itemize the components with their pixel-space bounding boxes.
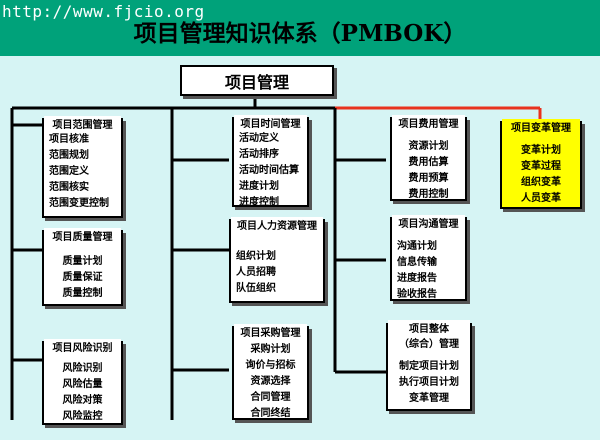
header-banner	[0, 0, 600, 56]
box-item: 进度计划	[239, 181, 279, 192]
box-time-management: 项目时间管理活动定义活动排序活动时间估算进度计划进度控制	[232, 115, 309, 208]
root-node-project-management: 项目管理	[180, 65, 334, 96]
box-item: 范围核实	[49, 182, 89, 193]
box-communication-management: 项目沟通管理沟通计划信息传输进度报告验收报告	[390, 215, 467, 303]
box-title-line: （综合）管理	[399, 339, 459, 350]
box-item: 风险监控	[62, 411, 103, 422]
box-item: 费用估算	[408, 157, 449, 168]
page-title: 项目管理知识体系（PMBOK）	[133, 20, 467, 47]
box-item-list: 资源计划费用估算费用预算费用控制	[392, 139, 465, 203]
box-item: 采购计划	[250, 344, 291, 355]
box-item: 人员变革	[521, 193, 561, 204]
box-item: 制定项目计划	[399, 361, 459, 372]
box-item-list: 风险识别风险估量风险对策风险监控	[44, 361, 121, 425]
box-item: 风险识别	[62, 363, 103, 374]
box-item: 范围变更控制	[49, 198, 109, 209]
box-item-list: 制定项目计划执行项目计划变革管理	[388, 359, 470, 407]
box-title: 项目整体 （综合）管理	[388, 320, 470, 350]
box-item-list: 质量计划质量保证质量控制	[44, 254, 121, 302]
box-item: 活动定义	[239, 133, 279, 144]
box-title: 项目沟通管理	[392, 215, 465, 230]
box-item: 项目核准	[49, 134, 89, 145]
box-human-resource-management: 项目人力资源管理组织计划人员招聘队伍组织	[229, 217, 325, 303]
box-item: 合同管理	[250, 392, 291, 403]
box-title: 项目费用管理	[392, 115, 465, 130]
box-item: 组织计划	[236, 251, 276, 262]
box-item: 活动时间估算	[239, 165, 299, 176]
box-item: 合同终结	[250, 408, 291, 419]
box-item: 执行项目计划	[399, 377, 459, 388]
box-item-list: 沟通计划信息传输进度报告验收报告	[392, 239, 465, 303]
box-item-list: 组织计划人员招聘队伍组织	[231, 249, 323, 297]
box-item: 组织变革	[521, 177, 561, 188]
box-item: 质量保证	[62, 272, 103, 283]
box-item: 人员招聘	[236, 267, 276, 278]
box-item-list: 采购计划询价与招标资源选择合同管理合同终结	[234, 342, 307, 422]
root-label: 项目管理	[224, 72, 289, 92]
box-item: 费用预算	[408, 173, 449, 184]
box-title: 项目质量管理	[44, 228, 121, 243]
box-quality-management: 项目质量管理质量计划质量保证质量控制	[42, 228, 123, 306]
box-item: 变革管理	[409, 393, 449, 404]
box-item: 质量计划	[62, 256, 103, 267]
box-scope-management: 项目范围管理项目核准范围规划范围定义范围核实范围变更控制	[42, 116, 123, 218]
site-url: http://www.fjcio.org	[2, 2, 205, 21]
box-item: 变革过程	[521, 161, 561, 172]
box-procurement-management: 项目采购管理采购计划询价与招标资源选择合同管理合同终结	[232, 324, 309, 422]
box-item: 询价与招标	[245, 360, 296, 371]
box-item: 风险对策	[62, 395, 103, 406]
box-item: 进度报告	[397, 273, 437, 284]
box-item: 验收报告	[397, 289, 437, 300]
box-risk-management: 项目风险识别风险识别风险估量风险对策风险监控	[42, 339, 123, 425]
box-change-management: 项目变革管理变革计划变革过程组织变革人员变革	[500, 119, 582, 209]
box-item: 变革计划	[521, 145, 561, 156]
box-item: 资源计划	[408, 141, 449, 152]
box-title: 项目时间管理	[234, 115, 307, 130]
box-item: 风险估量	[62, 379, 103, 390]
box-title: 项目变革管理	[502, 119, 580, 134]
box-cost-management: 项目费用管理资源计划费用估算费用预算费用控制	[390, 115, 467, 203]
box-item: 活动排序	[239, 149, 279, 160]
box-item: 进度控制	[239, 197, 279, 208]
box-item: 范围规划	[49, 150, 89, 161]
box-item: 队伍组织	[236, 283, 276, 294]
box-title: 项目采购管理	[234, 324, 307, 339]
box-item: 沟通计划	[397, 241, 437, 252]
box-item-list: 活动定义活动排序活动时间估算进度计划进度控制	[234, 131, 307, 211]
box-title: 项目风险识别	[44, 339, 121, 354]
box-title: 项目人力资源管理	[231, 217, 323, 232]
box-item: 费用控制	[408, 189, 449, 200]
box-item-list: 项目核准范围规划范围定义范围核实范围变更控制	[44, 132, 121, 212]
box-item: 质量控制	[62, 288, 103, 299]
box-item: 资源选择	[250, 376, 291, 387]
box-item: 信息传输	[397, 257, 437, 268]
box-item-list: 变革计划变革过程组织变革人员变革	[502, 143, 580, 207]
box-title-line: 项目整体	[409, 324, 449, 335]
box-integration-management: 项目整体（综合）管理制定项目计划执行项目计划变革管理	[386, 320, 472, 411]
box-item: 范围定义	[49, 166, 89, 177]
box-title: 项目范围管理	[44, 116, 121, 131]
